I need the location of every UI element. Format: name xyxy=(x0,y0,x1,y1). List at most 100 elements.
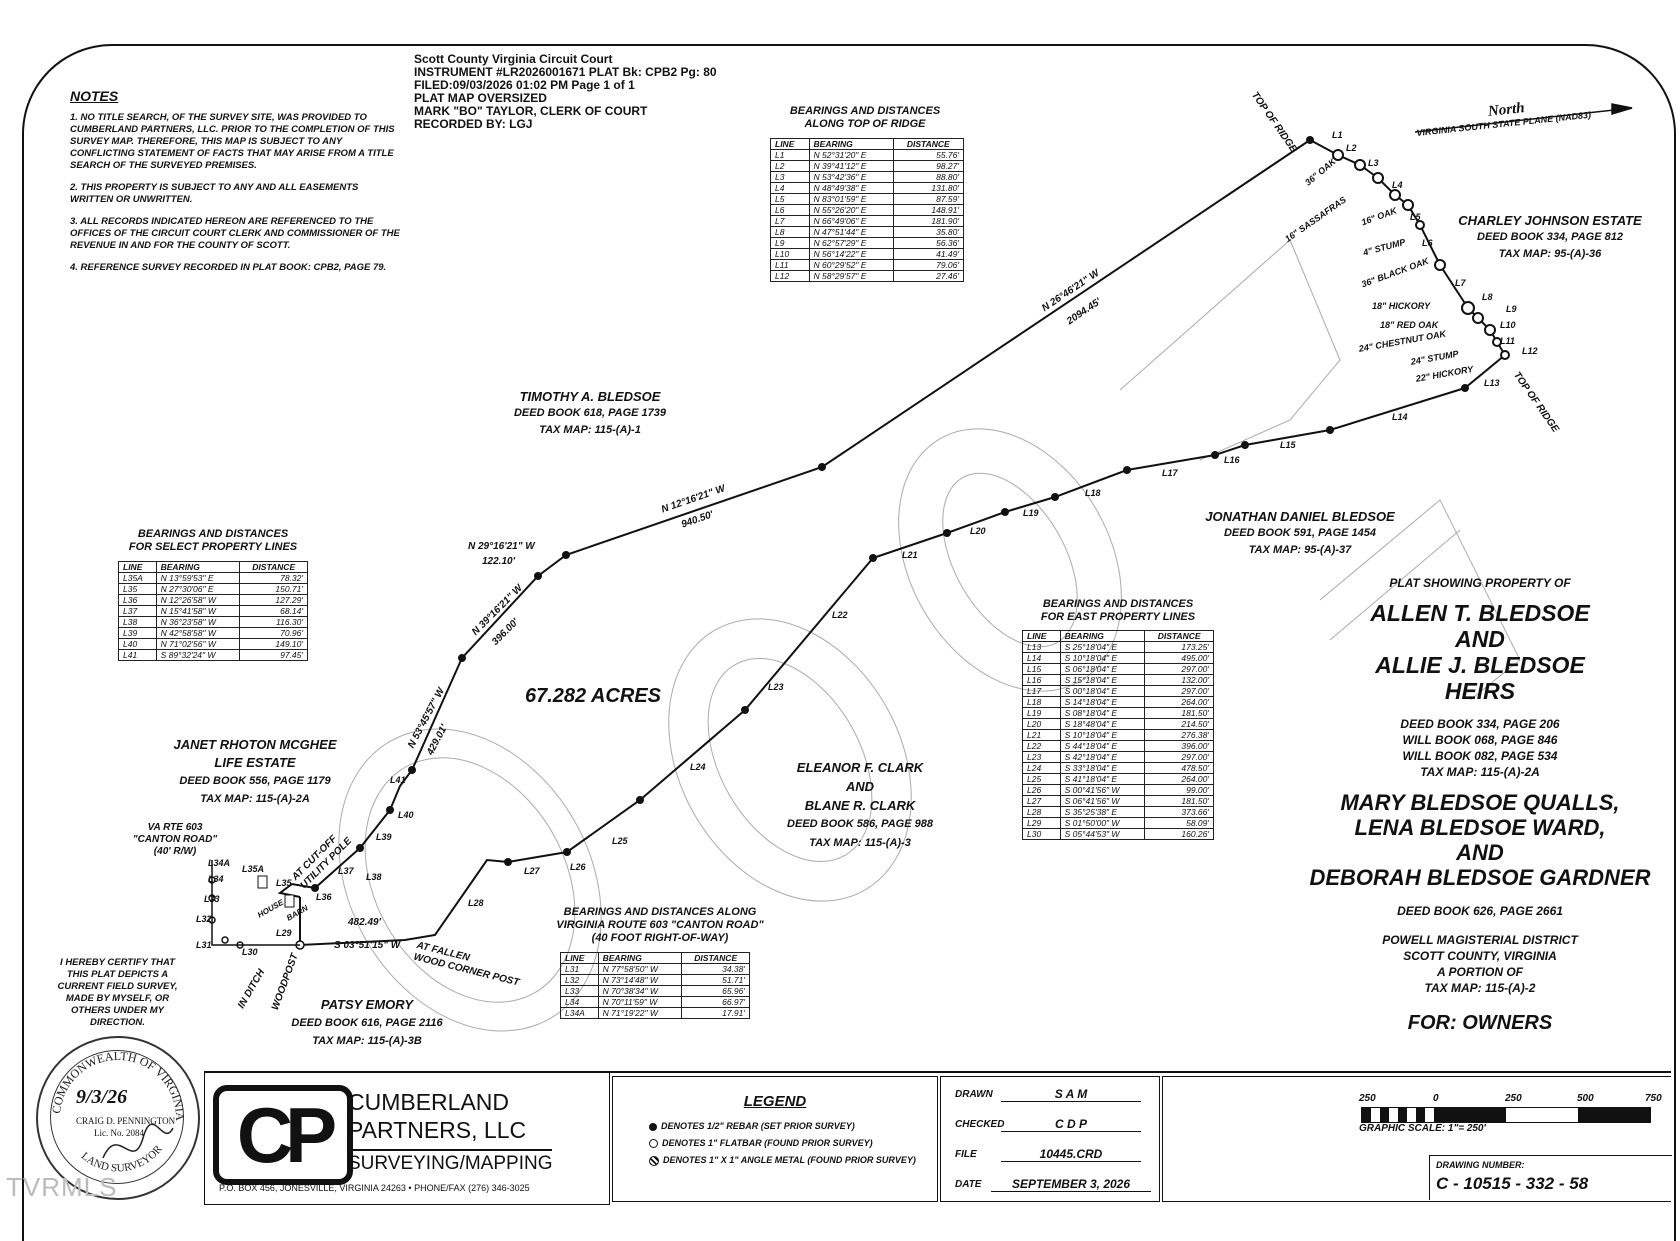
table-cell: N 77°58'50" W xyxy=(597,963,683,975)
line-label: L16 xyxy=(1224,455,1240,465)
drawn-value: S A M xyxy=(1001,1087,1141,1102)
table-header-cell: BEARING xyxy=(808,138,894,150)
table-cell: N 66°49'06" E xyxy=(808,215,894,227)
table-cell: 99.00' xyxy=(1144,784,1214,796)
table-cell: N 12°26'58" W xyxy=(155,594,241,606)
table-header-cell: LINE xyxy=(118,561,157,573)
table-cell: N 36°23'58" W xyxy=(155,616,241,628)
line-label: L8 xyxy=(1482,292,1493,302)
table-cell: S 08°18'04" E xyxy=(1059,707,1146,719)
copy-watermark xyxy=(338,239,1521,1032)
line-label: L36 xyxy=(316,892,332,902)
company-name-2: PARTNERS, LLC xyxy=(348,1117,527,1143)
table-cell: L15 xyxy=(1022,663,1061,675)
line-label: L5 xyxy=(1410,212,1421,222)
note-3: 3. ALL RECORDS INDICATED HEREON ARE REFE… xyxy=(70,216,400,251)
line-label: L31 xyxy=(196,940,212,950)
line-label: L13 xyxy=(1484,378,1500,388)
table-cell: L13 xyxy=(1022,641,1061,653)
table-cell: L7 xyxy=(770,215,810,227)
table-cell: S 89°32'24" W xyxy=(155,649,241,661)
table-cell: L11 xyxy=(770,259,810,271)
notes-block: NOTES 1. NO TITLE SEARCH, OF THE SURVEY … xyxy=(70,89,400,274)
court-line: MARK "BO" TAYLOR, CLERK OF COURT xyxy=(414,104,648,118)
scale-tick: 250 xyxy=(1359,1093,1376,1104)
scale-tick: 0 xyxy=(1433,1093,1439,1104)
table-cell: 97.45' xyxy=(239,649,308,661)
road-line xyxy=(211,860,300,946)
table-cell: 276.38' xyxy=(1144,729,1214,741)
checked-label: CHECKED xyxy=(955,1119,1005,1130)
table-cell: L18 xyxy=(1022,696,1061,708)
bearing-label: N 29°16'21" W xyxy=(468,541,535,552)
tree-label: 18" RED OAK xyxy=(1380,320,1439,330)
note-4: 4. REFERENCE SURVEY RECORDED IN PLAT BOO… xyxy=(70,262,387,273)
table-header-cell: DISTANCE xyxy=(681,952,750,964)
table-cell: 58.09' xyxy=(1144,817,1214,829)
table-cell: L30 xyxy=(1022,828,1061,840)
certification: I HEREBY CERTIFY THAT THIS PLAT DEPICTS … xyxy=(57,957,178,1028)
table-cell: 98.27' xyxy=(892,160,965,172)
table-cell: N 83°01'59" E xyxy=(808,193,894,205)
drafting-block: DRAWN S A M CHECKED C D P FILE 10445.CRD… xyxy=(940,1076,1160,1202)
line-label: L37 xyxy=(338,866,354,876)
table-cell: L23 xyxy=(1022,751,1061,763)
table-cell: L40 xyxy=(118,638,157,650)
table-cell: S 18°48'04" E xyxy=(1059,718,1146,730)
table-cell: N 62°57'29" E xyxy=(808,237,894,249)
drawn-label: DRAWN xyxy=(955,1089,993,1100)
table-cell: L25 xyxy=(1022,773,1061,785)
file-value: 10445.CRD xyxy=(1001,1147,1141,1162)
line-label: L6 xyxy=(1422,238,1433,248)
line-label: L26 xyxy=(570,862,586,872)
line-label: L40 xyxy=(398,810,414,820)
line-label: L10 xyxy=(1500,320,1516,330)
table-cell: N 52°31'20" E xyxy=(808,149,894,161)
line-label: L20 xyxy=(970,526,986,536)
table-cell: L35A xyxy=(118,572,157,584)
table-cell: L9 xyxy=(770,237,810,249)
table-header-cell: DISTANCE xyxy=(892,138,965,150)
line-label: L7 xyxy=(1455,278,1466,288)
scale-tick: 250 xyxy=(1505,1093,1522,1104)
table-cell: L20 xyxy=(1022,718,1061,730)
table-cell: N 53°42'36" E xyxy=(808,171,894,183)
line-label: L38 xyxy=(366,872,382,882)
note-1: 1. NO TITLE SEARCH, OF THE SURVEY SITE, … xyxy=(70,112,395,171)
line-label: L21 xyxy=(902,550,918,560)
table-cell: N 71°02'56" W xyxy=(155,638,241,650)
drawing-number-label: DRAWING NUMBER: xyxy=(1436,1160,1525,1170)
line-label: L39 xyxy=(376,832,392,842)
date-value: SEPTEMBER 3, 2026 xyxy=(991,1177,1151,1192)
table-cell: 181.50' xyxy=(1144,795,1214,807)
company-name-1: CUMBERLAND xyxy=(348,1089,510,1115)
line-label: L35 xyxy=(276,878,292,888)
owner-name-2: ALLIE J. BLEDSOE xyxy=(1375,652,1585,678)
legend-title: LEGEND xyxy=(743,1093,807,1110)
company-name-3: SURVEYING/MAPPING xyxy=(348,1149,553,1175)
table-cell: L31 xyxy=(560,963,599,975)
table-cell: 116.30' xyxy=(239,616,308,628)
company-logo: CP xyxy=(213,1085,353,1185)
table-cell: 297.00' xyxy=(1144,663,1214,675)
